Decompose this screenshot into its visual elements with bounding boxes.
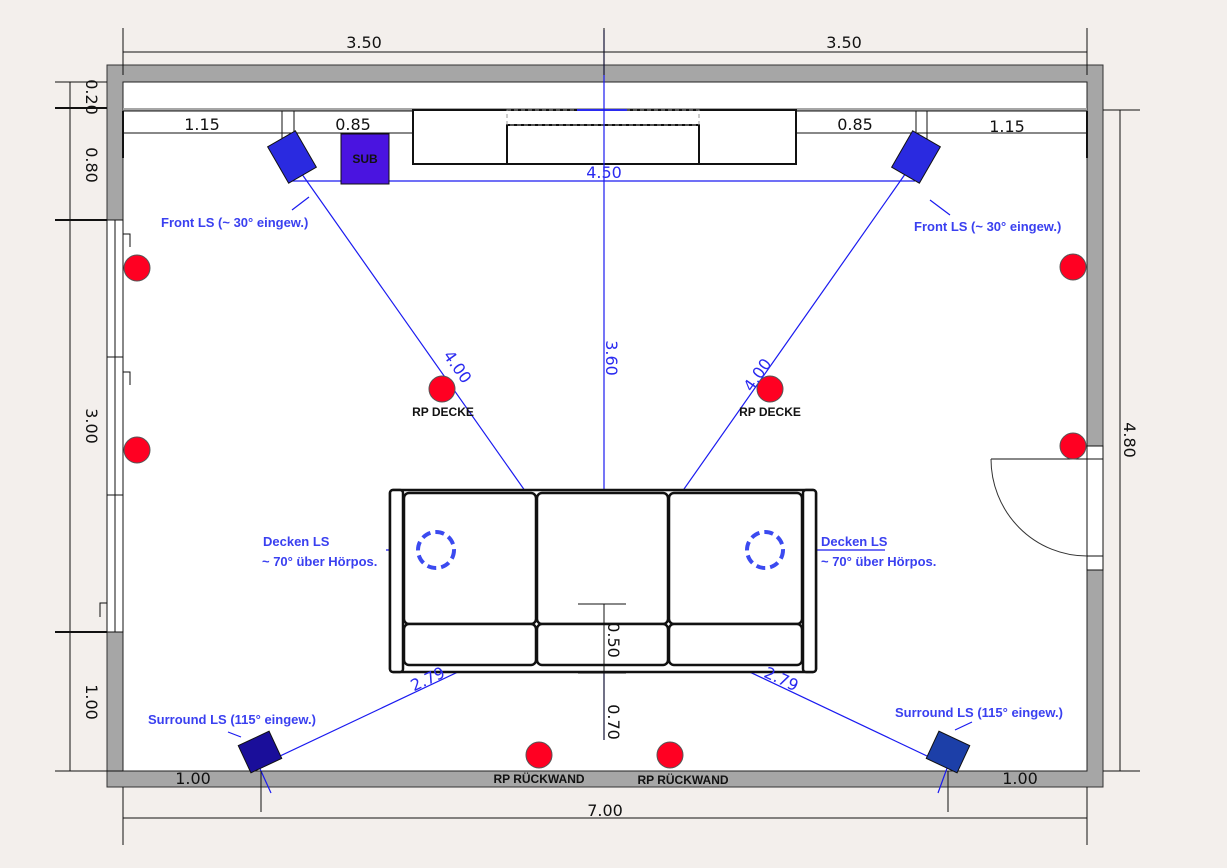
surround-speaker-left-icon[interactable] <box>237 730 283 774</box>
dim-top-right: 3.50 <box>826 33 862 52</box>
dim-bottom-right: 1.00 <box>1002 769 1038 788</box>
reflection-point-icon <box>656 741 684 769</box>
window-left <box>99 219 131 633</box>
dim-front-right-gap: 0.85 <box>837 115 873 134</box>
dim-front-right-wall: 1.15 <box>989 117 1025 136</box>
dim-rear-offset: 0.70 <box>604 704 623 740</box>
reflection-point-icon <box>123 436 151 464</box>
dim-front-spacing: 4.50 <box>586 163 622 182</box>
dim-center-depth: 3.60 <box>602 340 621 376</box>
ceiling-speakers <box>416 530 785 570</box>
front-ls-left-label: Front LS (~ 30° eingew.) <box>161 215 308 230</box>
surround-speaker-right-icon[interactable] <box>925 730 971 774</box>
decken-ls-left-label: Decken LS <box>263 534 330 549</box>
reflection-point-icon <box>756 375 784 403</box>
reflection-point-icon <box>1059 432 1087 460</box>
front-speaker-left-icon[interactable] <box>266 130 318 184</box>
reflection-point-icon <box>123 254 151 282</box>
door <box>990 445 1104 571</box>
rp-decke-right-label: RP DECKE <box>739 405 801 419</box>
front-dimension-strips <box>122 110 1088 160</box>
ceiling-speaker-right-icon <box>745 530 785 570</box>
ceiling-speaker-left-icon <box>416 530 456 570</box>
reflection-point-icon <box>1059 253 1087 281</box>
sub-label: SUB <box>352 152 378 166</box>
dim-left-300: 3.00 <box>82 408 101 444</box>
dim-left-080: 0.80 <box>82 147 101 183</box>
rp-decke-left-label: RP DECKE <box>412 405 474 419</box>
dim-front-left-wall: 1.15 <box>184 115 220 134</box>
surround-ls-right-label: Surround LS (115° eingew.) <box>895 705 1063 720</box>
dim-top-left: 3.50 <box>346 33 382 52</box>
decken-ls-right-sublabel: ~ 70° über Hörpos. <box>821 554 936 569</box>
front-speaker-right-icon[interactable] <box>890 130 942 184</box>
dim-bottom-left: 1.00 <box>175 769 211 788</box>
rp-rueckwand-right-label: RP RÜCKWAND <box>637 772 728 787</box>
dim-left-020: 0.20 <box>82 79 101 115</box>
decken-ls-left-sublabel: ~ 70° über Hörpos. <box>262 554 377 569</box>
dim-right-total: 4.80 <box>1120 422 1139 458</box>
surround-ls-left-label: Surround LS (115° eingew.) <box>148 712 316 727</box>
reflection-point-icon <box>428 375 456 403</box>
reflection-points <box>123 253 1087 769</box>
rp-rueckwand-left-label: RP RÜCKWAND <box>493 771 584 786</box>
dim-bottom-total: 7.00 <box>587 801 623 820</box>
dim-sofa-offset: 0.50 <box>604 622 623 658</box>
sofa <box>388 488 818 674</box>
dim-front-left-gap: 0.85 <box>335 115 371 134</box>
decken-ls-right-label: Decken LS <box>821 534 888 549</box>
subwoofer-icon[interactable] <box>340 133 390 185</box>
reflection-point-icon <box>525 741 553 769</box>
dim-left-100: 1.00 <box>82 684 101 720</box>
dimension-lines <box>55 28 1140 845</box>
listening-position-marker <box>578 603 626 740</box>
front-ls-right-label: Front LS (~ 30° eingew.) <box>914 219 1061 234</box>
